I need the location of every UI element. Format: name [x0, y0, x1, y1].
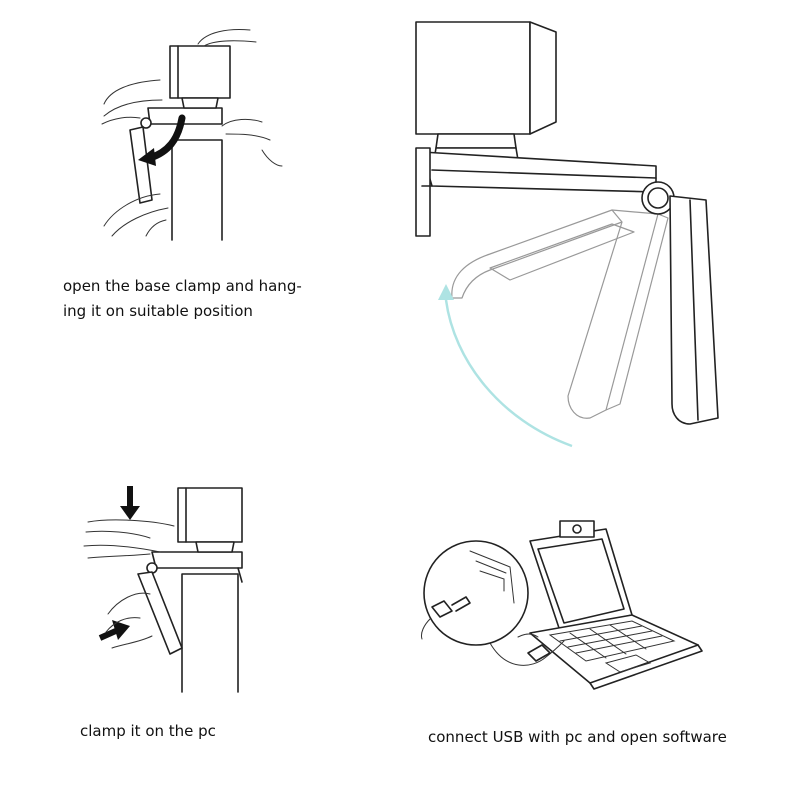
- curved-arrow-icon: [138, 114, 186, 166]
- step-1-caption-line-1: open the base clamp and hang-: [63, 277, 302, 295]
- down-arrow-icon: [120, 486, 140, 520]
- step-connect-usb-illustration: [410, 505, 710, 695]
- step-clamp-on-pc-illustration: [0, 470, 300, 700]
- fold-direction-arrow: [438, 284, 573, 448]
- step-2-caption: clamp it on the pc: [80, 719, 216, 744]
- step-1-caption: open the base clamp and hang- ing it on …: [63, 274, 302, 324]
- webcam-fold-illustration: [400, 0, 800, 460]
- right-arrow-icon: [98, 620, 130, 641]
- step-2-caption-line-1: clamp it on the pc: [80, 722, 216, 740]
- step-1-caption-line-2: ing it on suitable position: [63, 302, 253, 320]
- step-3-caption-line-1: connect USB with pc and open software: [428, 728, 727, 746]
- step-open-clamp-illustration: [0, 0, 300, 250]
- step-3-caption: connect USB with pc and open software: [428, 725, 727, 750]
- usb-plug-icon: [431, 596, 471, 618]
